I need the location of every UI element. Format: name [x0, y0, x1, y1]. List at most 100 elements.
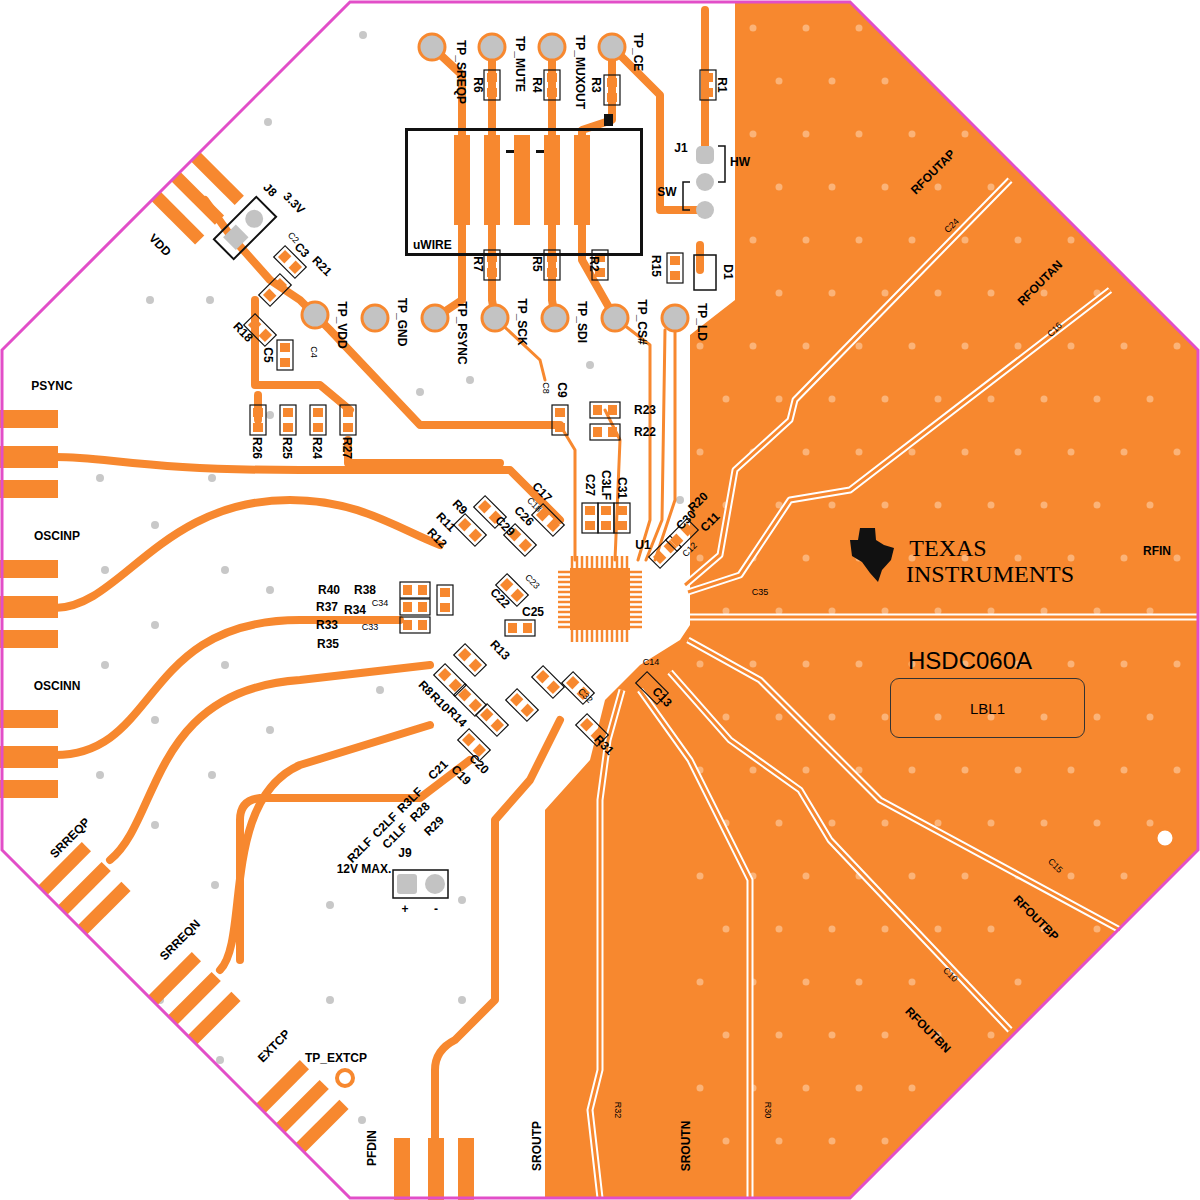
copper-via	[1121, 873, 1128, 880]
wide-traces-part	[230, 235, 560, 425]
silkscreen-label: TP_EXTCP	[305, 1052, 367, 1064]
test-points-part	[599, 34, 625, 60]
pad	[585, 506, 595, 515]
rf-trace-gaps	[590, 180, 1198, 1198]
pad	[418, 602, 427, 612]
copper-via	[1147, 608, 1154, 615]
pad	[510, 693, 523, 706]
pad	[670, 534, 683, 547]
vias-part	[376, 686, 384, 694]
copper-via	[1121, 449, 1128, 456]
component-footprint	[604, 75, 620, 105]
header-j9-part	[425, 874, 445, 894]
box-label: LBL1	[970, 701, 1005, 716]
silkscreen-label: J9	[398, 847, 411, 859]
edge-port-pads-part-part	[296, 1100, 349, 1153]
copper-via	[1121, 343, 1128, 350]
silkscreen-label: R33	[316, 619, 338, 631]
copper-via	[935, 926, 942, 933]
component-footprint	[484, 70, 500, 100]
copper-via	[882, 608, 889, 615]
silkscreen-label: C21	[426, 758, 450, 782]
copper-via	[1174, 343, 1181, 350]
vias-part	[151, 521, 159, 529]
silkscreen-label: HSDC060A	[908, 649, 1032, 673]
copper-via	[803, 25, 810, 32]
rf-trace-inner-part	[670, 672, 1010, 1030]
copper-via	[1041, 714, 1048, 721]
silkscreen-label: R6	[472, 77, 484, 92]
pad	[438, 668, 451, 681]
wide-traces-part	[110, 665, 430, 860]
silkscreen-label: D1	[722, 264, 734, 279]
copper-via	[829, 1032, 836, 1039]
silkscreen-label: C27	[584, 474, 596, 496]
rf-trace-inner-part	[688, 290, 1110, 592]
silkscreen-label: R31	[592, 733, 616, 757]
silkscreen-label: C14	[643, 658, 660, 667]
ic-pin	[630, 586, 642, 589]
copper-via	[829, 608, 836, 615]
uwire-pads-part	[484, 135, 500, 225]
copper-via	[988, 608, 995, 615]
component-footprint	[454, 644, 487, 677]
pad	[403, 585, 412, 595]
copper-via	[1068, 237, 1075, 244]
pad	[449, 679, 462, 692]
copper-via	[697, 555, 704, 562]
copper-via	[909, 979, 916, 986]
silk-outline	[400, 599, 430, 615]
ic-pin	[576, 630, 579, 642]
silkscreen-label: C3LF	[600, 470, 612, 500]
silk-outline	[532, 666, 565, 699]
copper-via	[962, 767, 969, 774]
ic-pin	[558, 586, 570, 589]
rf-trace-inner-part	[640, 690, 750, 1198]
silk-outline	[250, 405, 266, 435]
copper-via	[723, 1032, 730, 1039]
uwire-pads-part	[454, 135, 470, 225]
component-footprint	[280, 405, 296, 435]
copper-via	[803, 449, 810, 456]
rf-gap-outer	[590, 180, 1198, 1198]
copper-via	[1094, 926, 1101, 933]
ic-pin	[611, 630, 614, 642]
component-footprint	[400, 599, 430, 615]
pad	[478, 500, 491, 513]
pad	[566, 676, 579, 689]
silkscreen-label: R2LF	[345, 835, 375, 865]
copper-via	[1068, 661, 1075, 668]
header-j1-part	[696, 173, 714, 191]
copper-via	[1147, 714, 1154, 721]
copper-via	[962, 873, 969, 880]
component-footprint	[562, 672, 595, 705]
silk-outline	[454, 644, 487, 677]
test-points-part	[362, 305, 388, 331]
copper-via	[882, 290, 889, 297]
copper-via	[1094, 396, 1101, 403]
rf-gap-outer-part	[688, 290, 1110, 592]
silkscreen-label: C33	[362, 623, 379, 632]
copper-via	[776, 184, 783, 191]
copper-via	[935, 608, 942, 615]
pad	[508, 623, 517, 633]
silkscreen-label: EXTCP	[256, 1028, 293, 1065]
pad	[278, 250, 291, 263]
copper-via	[882, 502, 889, 509]
edge-port-pads-part	[0, 410, 58, 428]
copper-via	[988, 502, 995, 509]
header-j9-part	[397, 874, 417, 894]
ic-pin	[558, 606, 570, 609]
pad	[703, 88, 713, 97]
ic-pin	[601, 630, 604, 642]
pad	[253, 408, 263, 417]
silkscreen-label: C9	[556, 382, 568, 397]
pad	[418, 620, 427, 630]
copper-via	[1041, 396, 1048, 403]
pad	[547, 268, 557, 277]
component-footprint	[667, 253, 683, 283]
header-j1	[683, 146, 725, 219]
pad	[547, 73, 557, 82]
vias-part	[586, 361, 594, 369]
